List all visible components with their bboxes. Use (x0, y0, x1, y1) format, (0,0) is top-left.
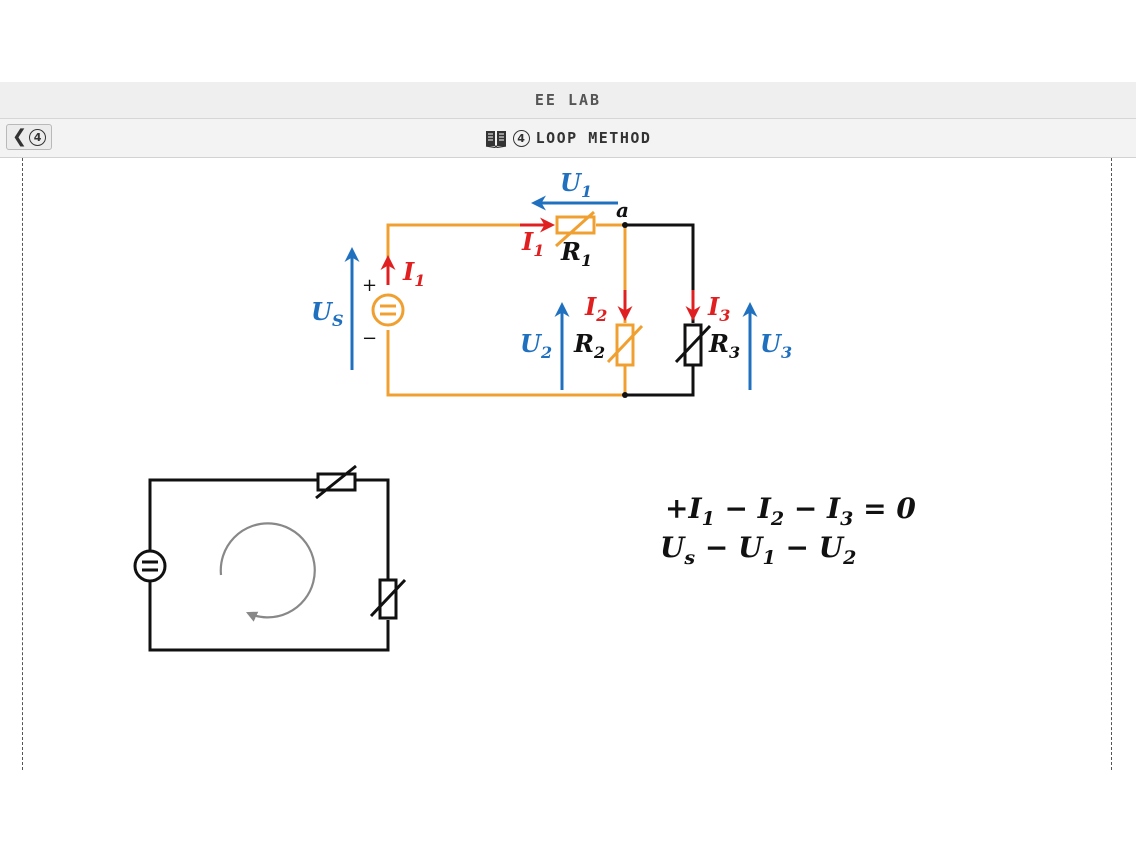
label-i1-r1-sub: 1 (533, 241, 544, 260)
kcl-sub-3: 3 (840, 508, 853, 530)
kvl-sub-1: s (683, 547, 695, 569)
label-i2-sub: 2 (595, 306, 607, 325)
kcl-term-2: − I (784, 492, 841, 525)
app-title-bar: EE LAB (0, 82, 1136, 119)
label-r2-sub: 2 (593, 343, 605, 362)
label-i3-symbol: I (707, 292, 720, 321)
label-i1-source-symbol: I (402, 257, 415, 286)
kvl-term-2: − U (776, 531, 845, 564)
resistor-r1 (554, 210, 596, 248)
page-title: LOOP METHOD (535, 129, 652, 147)
label-u3-sub: 3 (781, 343, 792, 362)
kvl-term-1: − U (695, 531, 764, 564)
main-circuit: + − a US U1 U2 U3 I1 I1 (311, 168, 792, 398)
chevron-left-icon: ❮ (11, 126, 28, 147)
book-icon (485, 131, 506, 148)
label-u3-symbol: U (760, 329, 783, 358)
label-us-sub: S (332, 311, 344, 330)
black-branch-wire (625, 223, 695, 397)
label-u2-sub: 2 (540, 343, 552, 362)
loop-resistor-top (315, 464, 357, 500)
kvl-term-0: U (660, 531, 686, 564)
node-a-label: a (616, 198, 629, 222)
kvl-sub-2: 1 (763, 547, 776, 569)
label-u3: U3 (760, 329, 792, 362)
loop-circuit (133, 464, 407, 652)
label-r3-sub: 3 (729, 343, 740, 362)
label-r2-symbol: R (573, 329, 594, 358)
nav-bar: ❮ 4 4 LOOP METHOD (0, 119, 1136, 158)
label-u1-symbol: U (560, 168, 583, 197)
node-bottom-dot (622, 392, 628, 398)
kcl-sub-1: 1 (702, 508, 715, 530)
resistor-r2 (606, 323, 644, 367)
kcl-sub-2: 2 (770, 508, 784, 530)
loop-resistor-right (369, 578, 407, 620)
loop-source (133, 549, 167, 583)
kcl-term-0: +I (665, 492, 702, 525)
label-r3: R3 (708, 329, 740, 362)
app-title: EE LAB (534, 91, 602, 109)
label-u2-symbol: U (520, 329, 543, 358)
label-r3-symbol: R (708, 329, 729, 358)
label-u1: U1 (560, 168, 592, 201)
equation-kvl: Us − U1 − U2 (660, 531, 856, 569)
page-header: 4 LOOP METHOD (0, 119, 1136, 157)
label-r1-sub: 1 (581, 251, 592, 270)
equation-kcl: +I1 − I2 − I3 = 0 (665, 492, 916, 530)
label-u1-sub: 1 (581, 182, 592, 201)
back-button[interactable]: ❮ 4 (6, 124, 52, 150)
label-us: US (311, 297, 344, 330)
resistor-r3 (674, 323, 712, 367)
label-i3-sub: 3 (719, 306, 730, 325)
label-r1: R1 (560, 237, 592, 270)
label-i1-source: I1 (402, 257, 425, 290)
label-us-symbol: U (311, 297, 334, 326)
content-area (22, 158, 1112, 770)
kvl-sub-3: 2 (842, 547, 856, 569)
node-a-dot (622, 222, 628, 228)
label-i2-symbol: I (584, 292, 597, 321)
voltage-source (371, 293, 405, 327)
label-i1-r1-symbol: I (521, 227, 534, 256)
loop-direction-arrow-icon (219, 522, 316, 622)
source-plus-sign: + (362, 275, 377, 296)
label-r1-symbol: R (560, 237, 581, 266)
page-number-badge: 4 (512, 129, 530, 147)
label-i2: I2 (584, 292, 607, 325)
label-i1-r1: I1 (521, 227, 544, 260)
label-i3: I3 (707, 292, 730, 325)
back-page-number: 4 (29, 128, 47, 146)
label-u2: U2 (520, 329, 552, 362)
kcl-term-1: − I (715, 492, 772, 525)
label-r2: R2 (573, 329, 605, 362)
label-i1-source-sub: 1 (414, 271, 425, 290)
kcl-term-3: = 0 (853, 492, 916, 525)
source-minus-sign: − (362, 328, 377, 349)
loop-wire (148, 478, 390, 652)
